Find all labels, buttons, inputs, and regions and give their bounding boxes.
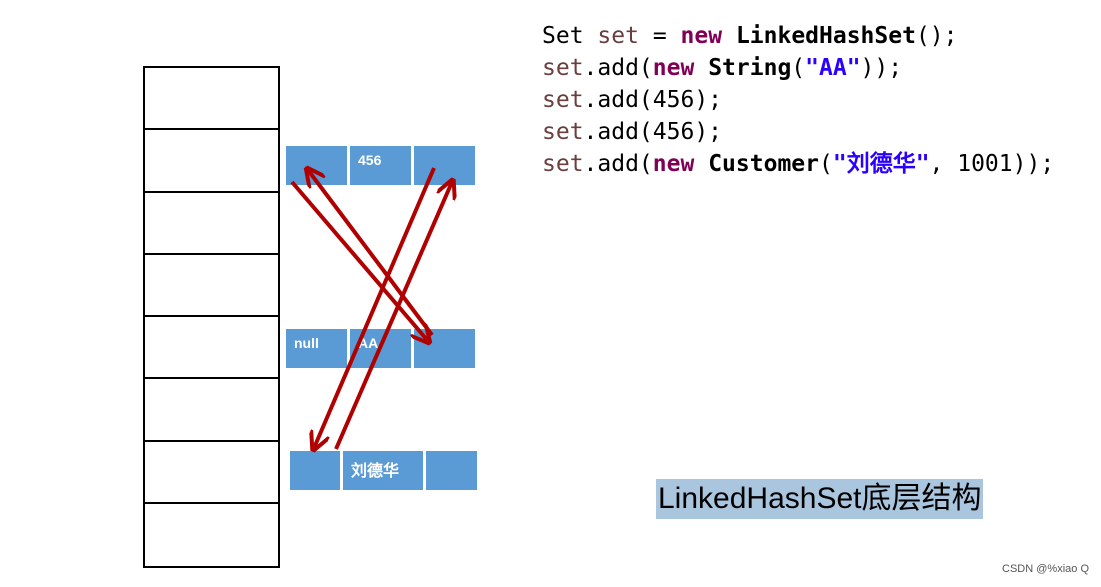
code-line: set.add(new Customer("刘德华", 1001));	[542, 151, 1055, 177]
table-slot	[145, 379, 278, 442]
node-value: 刘德华	[343, 451, 423, 490]
node-after-field	[426, 451, 477, 490]
code-line: Set set = new LinkedHashSet();	[542, 23, 958, 49]
diagram-caption: LinkedHashSet底层结构	[656, 479, 984, 519]
table-slot	[145, 255, 278, 318]
node-aa: null AA	[286, 329, 475, 368]
code-line: set.add(456);	[542, 119, 723, 145]
table-slot	[145, 193, 278, 255]
node-value: 456	[350, 146, 411, 185]
arrow-456-to-aa	[290, 180, 428, 341]
code-block: Set set = new LinkedHashSet(); set.add(ne…	[542, 20, 1054, 180]
node-before-field	[290, 451, 340, 490]
table-slot	[145, 68, 278, 131]
arrow-liudehua-to-456	[334, 182, 452, 450]
watermark: CSDN @%xiao Q	[1002, 563, 1089, 575]
code-line: set.add(456);	[542, 87, 723, 113]
table-slot	[145, 130, 278, 193]
arrow-456-to-liudehua	[314, 167, 436, 448]
node-before-field: null	[286, 329, 347, 368]
table-slot	[145, 442, 278, 505]
table-slot	[145, 317, 278, 380]
code-line: set.add(new String("AA"));	[542, 55, 903, 81]
arrow-aa-to-456	[308, 170, 434, 337]
node-liudehua: 刘德华	[290, 451, 477, 490]
hash-table	[143, 66, 280, 569]
